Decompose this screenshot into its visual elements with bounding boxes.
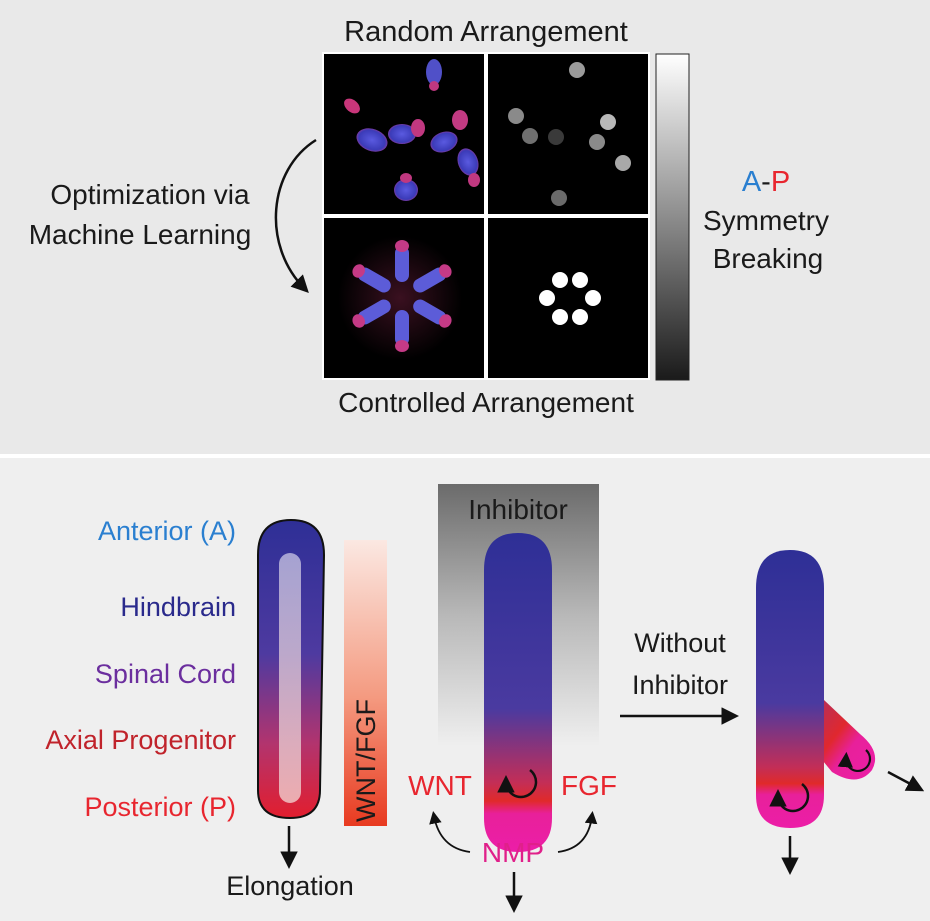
fgf-label: FGF	[561, 770, 617, 801]
rotation-arrow-icon	[497, 769, 538, 799]
rotation-arrow-icon-branch	[837, 749, 871, 773]
controlled-dots-image	[488, 218, 648, 378]
ap-label: A-P	[742, 166, 790, 198]
ap-label-a: A	[742, 166, 762, 198]
wnt-fgf-gradient-bar	[344, 540, 387, 826]
rotation-arrow-icon-main	[769, 783, 810, 813]
nmp-to-fgf-arrow	[557, 810, 598, 853]
random-dots-image	[488, 54, 648, 214]
posterior-label: Posterior (P)	[84, 792, 236, 822]
inhibitor-label: Inhibitor	[468, 494, 568, 525]
inhibited-tube	[484, 533, 552, 852]
hindbrain-label: Hindbrain	[120, 592, 236, 622]
neural-tube-diagram	[257, 518, 326, 820]
ap-label-p: P	[771, 166, 790, 198]
random-arrangement-title: Random Arrangement	[344, 16, 628, 48]
anterior-label: Anterior (A)	[98, 516, 236, 546]
breaking-label: Breaking	[713, 243, 824, 274]
branch-arrow	[887, 770, 925, 792]
controlled-arrangement-title: Controlled Arrangement	[338, 387, 634, 418]
wnt-label: WNT	[408, 770, 472, 801]
without-label: Without	[634, 628, 726, 658]
nmp-label: NMP	[482, 837, 544, 868]
elongation-label: Elongation	[226, 871, 354, 901]
nmp-to-wnt-arrow	[429, 811, 471, 853]
optimization-label-line1: Optimization via	[50, 179, 250, 210]
branched-tube	[756, 550, 876, 828]
wnt-fgf-label: WNT/FGF	[351, 699, 381, 822]
axial-progenitor-label: Axial Progenitor	[45, 725, 236, 755]
controlled-organoids-image	[324, 218, 484, 378]
random-organoids-image	[324, 54, 484, 214]
optimization-label-line2: Machine Learning	[29, 219, 252, 250]
inhibitor-absent-label: Inhibitor	[632, 670, 728, 700]
symmetry-label: Symmetry	[703, 205, 829, 236]
spinal-cord-label: Spinal Cord	[95, 659, 236, 689]
optimization-arrow	[274, 138, 317, 294]
ap-label-dash: -	[761, 166, 771, 198]
intensity-scale-bar	[655, 53, 690, 381]
